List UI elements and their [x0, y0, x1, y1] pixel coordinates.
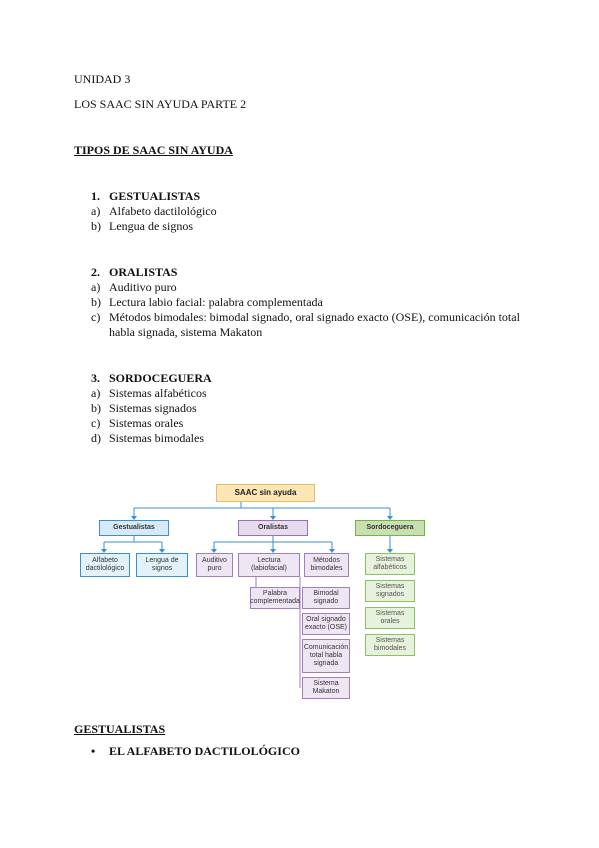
list-letter: c)	[91, 416, 101, 430]
diagram-node: Oral signado exacto (OSE)	[302, 613, 350, 635]
list-item-continuation: habla signada, sistema Makaton	[109, 325, 263, 339]
diagram-node: Comunicación total habla signada	[302, 639, 350, 673]
diagram-connectors	[101, 502, 393, 688]
arrow-head	[131, 516, 137, 520]
list-item: Alfabeto dactilológico	[109, 204, 217, 218]
unit-label: UNIDAD 3	[74, 72, 131, 86]
section-heading: SORDOCEGUERA	[109, 371, 212, 385]
list-item: Lectura labio facial: palabra complement…	[109, 295, 323, 309]
bullet-icon: •	[91, 744, 96, 758]
list-letter: d)	[91, 431, 101, 445]
list-letter: b)	[91, 295, 101, 309]
diagram-group-oralistas: Oralistas	[238, 520, 308, 536]
diagram-node: Lengua de signos	[136, 553, 188, 577]
list-item: Sistemas alfabéticos	[109, 386, 207, 400]
list-letter: b)	[91, 219, 101, 233]
diagram-node: Sistemas signados	[365, 580, 415, 602]
section-number: 3.	[91, 371, 100, 385]
section-number: 1.	[91, 189, 100, 203]
section-heading: ORALISTAS	[109, 265, 178, 279]
arrow-head	[101, 549, 107, 553]
arrow-head	[270, 516, 276, 520]
diagram-node: Sistemas orales	[365, 607, 415, 629]
diagram-node: Sistemas bimodales	[365, 634, 415, 656]
list-item: Auditivo puro	[109, 280, 177, 294]
diagram-root: SAAC sin ayuda	[216, 484, 315, 502]
arrow-head	[270, 549, 276, 553]
list-letter: a)	[91, 386, 101, 400]
diagram-node: Bimodal signado	[302, 587, 350, 609]
bullet-item: EL ALFABETO DACTILOLÓGICO	[109, 744, 300, 758]
list-letter: c)	[91, 310, 101, 324]
list-item: Lengua de signos	[109, 219, 193, 233]
section-heading: GESTUALISTAS	[109, 189, 201, 203]
diagram-node: Alfabeto dactilológico	[80, 553, 130, 577]
diagram-node: Auditivo puro	[196, 553, 233, 577]
arrow-head	[387, 516, 393, 520]
list-item: Sistemas bimodales	[109, 431, 204, 445]
arrow-head	[159, 549, 165, 553]
saac-diagram: SAAC sin ayuda Gestualistas Alfabeto dac…	[74, 470, 430, 704]
arrow-head	[211, 549, 217, 553]
section-title: TIPOS DE SAAC SIN AYUDA	[74, 143, 233, 157]
diagram-node: Lectura (labiofacial)	[238, 553, 300, 577]
arrow-head	[387, 549, 393, 553]
list-item: Sistemas orales	[109, 416, 184, 430]
diagram-group-sordoceguera: Sordoceguera	[355, 520, 425, 536]
diagram-node: Palabra complementada	[250, 587, 300, 609]
list-letter: a)	[91, 204, 101, 218]
section-title-gestualistas: GESTUALISTAS	[74, 722, 166, 736]
diagram-node: Métodos bimodales	[304, 553, 349, 577]
list-item: Métodos bimodales: bimodal signado, oral…	[109, 310, 520, 324]
list-item: Sistemas signados	[109, 401, 197, 415]
diagram-group-gestualistas: Gestualistas	[99, 520, 169, 536]
document-subtitle: LOS SAAC SIN AYUDA PARTE 2	[74, 97, 247, 111]
diagram-node: Sistemas alfabéticos	[365, 553, 415, 575]
diagram-node: Sistema Makaton	[302, 677, 350, 699]
list-letter: a)	[91, 280, 101, 294]
arrow-head	[329, 549, 335, 553]
section-number: 2.	[91, 265, 100, 279]
list-letter: b)	[91, 401, 101, 415]
